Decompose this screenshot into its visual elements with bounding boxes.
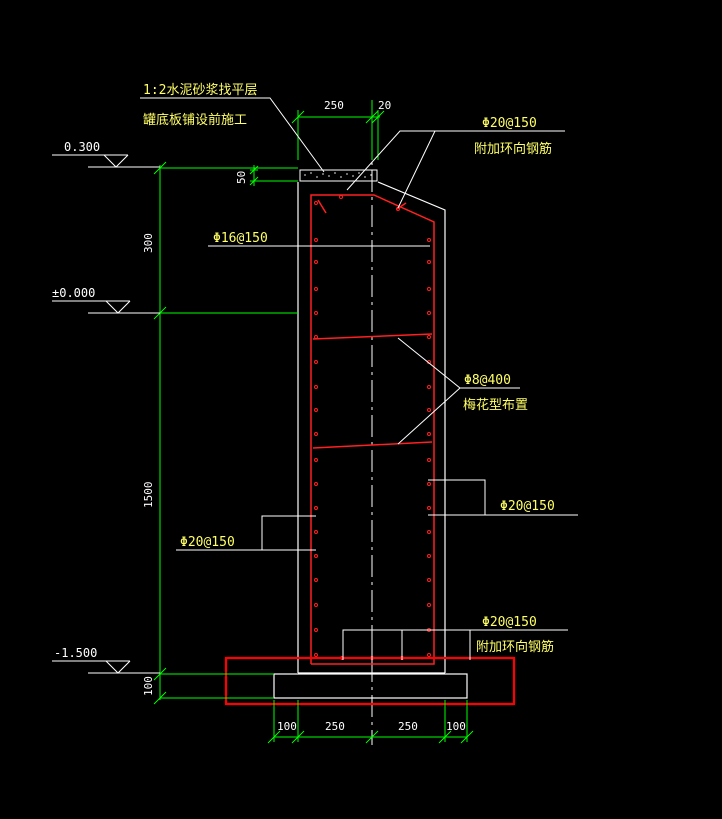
- dim-upper-height: 300: [142, 233, 155, 253]
- dim-mortar-thickness: 50: [235, 171, 248, 184]
- level-zero-label: ±0.000: [52, 286, 95, 300]
- top-hook-left: [317, 199, 327, 214]
- level-markers: [52, 154, 160, 674]
- dim-bottom-right-edge: 100: [446, 720, 466, 733]
- bottom-ring-rebar-label: Φ20@150: [482, 615, 537, 630]
- rebar-cage: [310, 194, 435, 665]
- top-ring-rebar-label: Φ20@150: [482, 116, 537, 131]
- mortar-note-line2: 罐底板铺设前施工: [143, 112, 247, 128]
- mortar-hatch: [304, 172, 372, 178]
- dim-bottom-left-half: 250: [325, 720, 345, 733]
- dimension-lines: [153, 100, 474, 744]
- right-rebar-label: Φ20@150: [500, 499, 555, 514]
- wall-right-edge: [377, 181, 446, 673]
- mortar-note-line1: 1:2水泥砂浆找平层: [143, 83, 257, 98]
- tie-bar-1: [312, 333, 433, 340]
- dim-bottom-left-edge: 100: [277, 720, 297, 733]
- dim-bottom-right-half: 250: [398, 720, 418, 733]
- level-bottom-label: -1.500: [54, 646, 97, 660]
- left-rebar-label: Φ20@150: [180, 535, 235, 550]
- bottom-ring-rebar-note: 附加环向钢筋: [476, 639, 554, 655]
- base-pad: [273, 673, 468, 699]
- wall-outline: [273, 181, 468, 699]
- leader-lines: [140, 97, 578, 660]
- mortar-layer: [299, 169, 378, 182]
- highlight-box: [224, 656, 516, 706]
- dim-main-height: 1500: [142, 482, 155, 509]
- tie-bar-2: [312, 441, 433, 449]
- dim-base-thickness: 100: [142, 676, 155, 696]
- dim-top-offset: 20: [378, 99, 391, 112]
- vertical-rebar-label: Φ16@150: [213, 231, 268, 246]
- dim-top-width: 250: [324, 99, 344, 112]
- tie-rebar-label: Φ8@400: [464, 373, 511, 388]
- top-ring-rebar-note: 附加环向钢筋: [474, 141, 552, 157]
- level-top-label: 0.300: [64, 140, 100, 154]
- rebar-outer: [310, 194, 435, 665]
- tie-rebar-note: 梅花型布置: [463, 397, 528, 413]
